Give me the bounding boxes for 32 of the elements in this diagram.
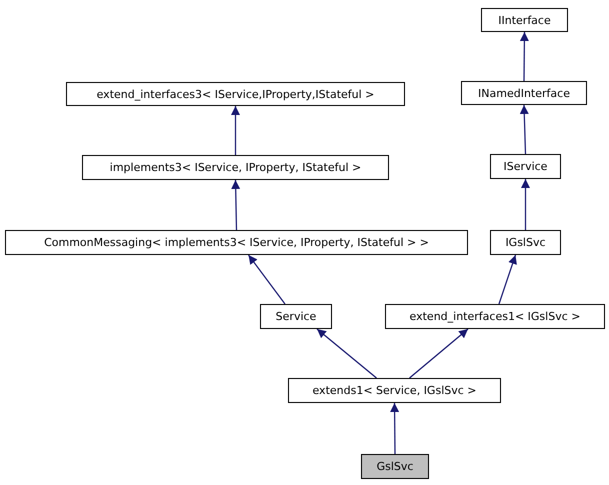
class-name: IGslSvc <box>505 236 546 249</box>
class-box <box>82 155 389 180</box>
class-box <box>385 304 605 329</box>
inheritance-arrow <box>231 106 240 155</box>
inheritance-arrow <box>520 32 529 81</box>
class-box <box>461 81 587 105</box>
class-box <box>490 230 561 255</box>
inheritance-arrow <box>520 104 529 154</box>
inheritance-arrow <box>409 328 468 378</box>
class-box <box>490 154 561 179</box>
class-box <box>361 454 429 479</box>
class-box <box>66 82 405 106</box>
class-name: GslSvc <box>376 460 414 473</box>
class-name: IInterface <box>498 14 551 26</box>
class-box <box>288 378 501 403</box>
inheritance-arrow <box>231 180 240 230</box>
class-box <box>481 8 568 32</box>
inheritance-arrow <box>390 403 400 454</box>
class-name: extend_interfaces3< IService,IProperty,IStateful > <box>96 88 374 100</box>
inheritance-arrow <box>316 328 377 378</box>
inheritance-arrow <box>521 179 530 230</box>
class-name: extends1< Service, IGslSvc > <box>312 384 477 397</box>
class-name: IService <box>504 160 548 173</box>
class-name: CommonMessaging< implements3< IService, IProperty, IStateful > > <box>44 236 429 249</box>
class-name: implements3< IService, IProperty, IStateful > <box>110 161 362 174</box>
inheritance-arrow <box>498 254 517 304</box>
inheritance-arrow <box>248 254 286 304</box>
class-box <box>260 304 332 329</box>
class-box <box>5 230 468 255</box>
class-name: Service <box>276 310 316 323</box>
class-name: extend_interfaces1< IGslSvc > <box>410 310 580 323</box>
class-name: INamedInterface <box>478 86 570 100</box>
